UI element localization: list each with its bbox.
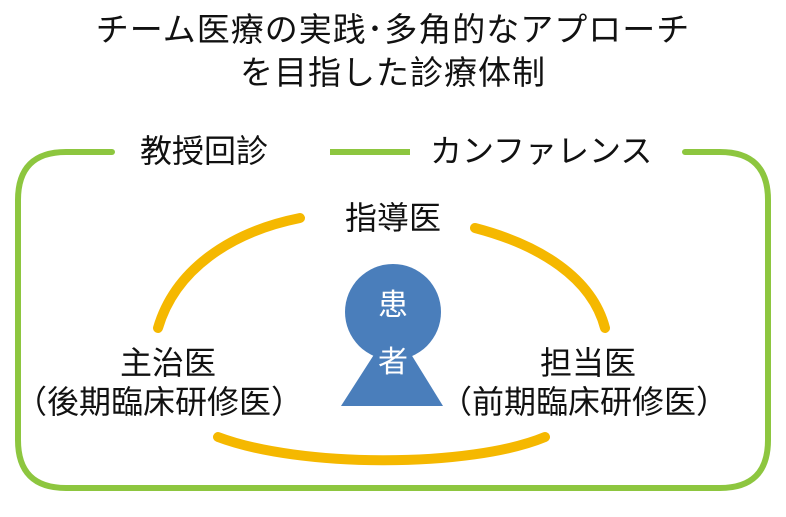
patient-head	[345, 264, 441, 360]
ellipse-arc-bottom	[213, 432, 550, 466]
title-line-1: チーム医療の実践･多角的なアプローチ	[95, 10, 691, 49]
role-right-sub: （前期臨床研修医）	[440, 383, 729, 421]
ellipse-arc-top-left	[153, 213, 305, 333]
title-line-2: を目指した診療体制	[240, 53, 546, 92]
frame-outline	[15, 149, 771, 491]
frame-label-right: カンファレンス	[430, 132, 653, 170]
role-left-sub: （後期臨床研修医）	[15, 383, 304, 421]
ellipse-arc-top-right	[470, 223, 610, 333]
frame-label-left: 教授回診	[140, 132, 269, 170]
patient-char-1: 患	[378, 288, 408, 323]
patient-body	[341, 325, 443, 406]
role-left-main: 主治医	[119, 344, 216, 382]
patient-char-2: 者	[378, 345, 408, 380]
role-right-main: 担当医	[539, 344, 636, 382]
role-top: 指導医	[344, 199, 441, 237]
